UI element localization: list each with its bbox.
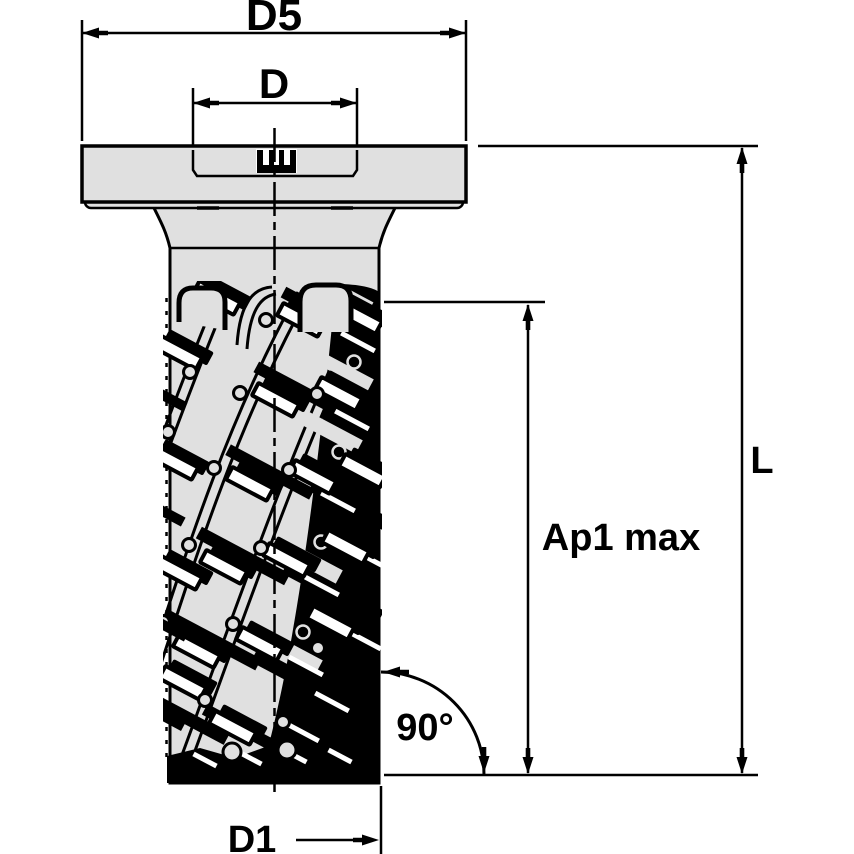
d1-arrow bbox=[353, 834, 379, 846]
fluted-section bbox=[163, 272, 382, 784]
d-dimension: D bbox=[191, 60, 359, 146]
angle-label: 90° bbox=[396, 707, 453, 749]
l-arrow-bottom bbox=[736, 748, 748, 774]
d-label: D bbox=[259, 60, 289, 107]
left-edge-insert-bumps bbox=[163, 388, 189, 731]
d1-dimension: D1 bbox=[228, 786, 383, 854]
ap1-arrow-top bbox=[522, 304, 534, 330]
l-dimension: L bbox=[478, 144, 774, 774]
d5-label: D5 bbox=[246, 0, 302, 40]
d5-arrow-right bbox=[440, 27, 466, 39]
ap1-arrow-bottom bbox=[522, 748, 534, 774]
d5-dimension: D5 bbox=[80, 0, 468, 141]
flute-land-tops bbox=[176, 282, 354, 350]
bottom-cutting-edge bbox=[167, 739, 379, 783]
l-label: L bbox=[750, 440, 773, 482]
d-arrow-left bbox=[193, 97, 219, 109]
center-screw-slot bbox=[256, 149, 297, 173]
d-arrow-right bbox=[331, 97, 357, 109]
angle-arc bbox=[380, 670, 486, 776]
l-arrow-top bbox=[736, 147, 748, 173]
ap1-dimension: Ap1 max bbox=[384, 300, 700, 774]
d1-label: D1 bbox=[228, 819, 277, 854]
angle-dimension: 90° bbox=[380, 666, 490, 776]
d5-arrow-left bbox=[82, 27, 108, 39]
ap1-label: Ap1 max bbox=[542, 517, 700, 559]
